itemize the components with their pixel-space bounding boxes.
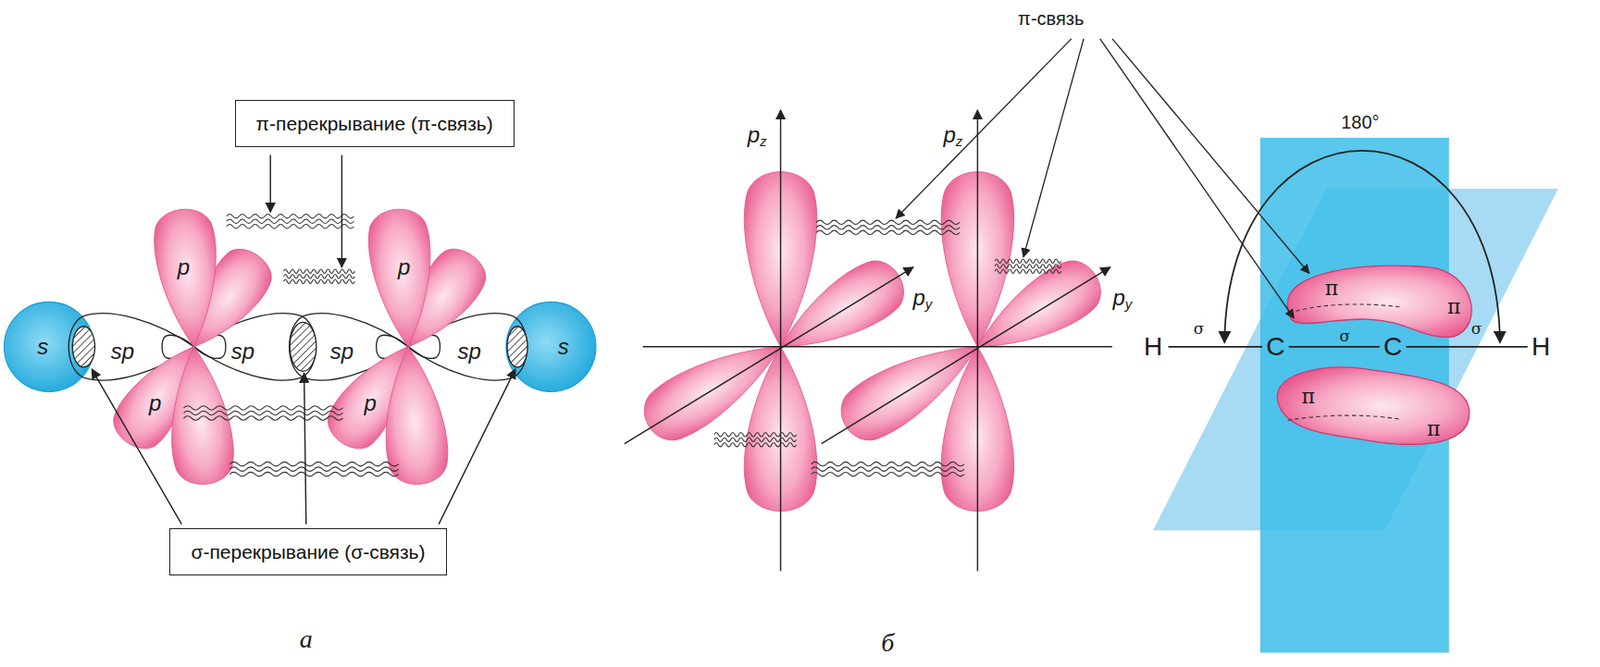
bond-symbol: π [1426,417,1440,441]
callout-box: π-перекрывание (π-связь) [235,99,515,148]
p-lobe [163,344,237,487]
overlap-wave [714,432,797,447]
bond-symbol: σ [1471,319,1483,338]
bond-line [1405,346,1527,348]
cloud-dash [1295,304,1400,311]
atom-symbol: C [1383,332,1402,362]
panel-letter: а [299,624,313,655]
orbital-label: sp [111,338,135,365]
axis-line [977,110,979,571]
orbital-label: sp [458,338,482,365]
orbital-label: p [364,390,377,417]
axis-label: py [1113,284,1133,311]
orbital-label: s [37,334,49,360]
sp-orbitals [68,313,527,381]
angle-label: 180° [1340,111,1379,134]
orbital-label: sp [330,338,354,365]
overlap-wave [226,214,355,229]
leader-arrow [1112,38,1310,274]
axis-label: py [912,284,932,311]
sigma-overlap [289,322,317,372]
atom-symbol: H [1143,332,1163,362]
overlap-wave [811,461,965,476]
orbital-label: sp [231,338,255,365]
overlap-wave [284,269,356,284]
p-lobe [151,206,225,349]
pi-cloud [1277,367,1470,445]
leader-arrow [1100,38,1295,319]
pi-cloud [1287,265,1472,337]
bond-line [1168,346,1263,348]
p-lobe [365,206,439,349]
pi-overlap-waves [183,214,398,477]
axis-line [624,267,914,445]
cloud-dash [1288,415,1401,421]
atom-symbol: H [1531,332,1551,362]
leader-arrow [1023,38,1084,258]
sigma-overlaps [72,322,528,372]
overlap-wave [994,259,1061,273]
axis-label: pz [942,121,963,149]
sigma-overlap [507,326,528,368]
bond-label: π-связь [1017,7,1084,29]
leader-arrow [438,369,516,525]
axis-line [821,267,1111,445]
bond-symbol: π [1301,384,1315,408]
panel-letter: б [880,628,894,658]
callout-text: σ-перекрывание (σ-связь) [190,540,425,564]
bond-symbol: π [1325,275,1339,299]
angle-arc [1224,150,1501,344]
axis-line [643,346,1113,348]
p-lobe [377,344,451,487]
axes [624,110,1113,571]
leader-arrow [304,372,307,524]
bond-line [1289,346,1380,348]
leader-lines [91,155,516,525]
leader-arrow [341,155,343,268]
orbital-label: p [148,390,162,417]
bond-lines [1168,346,1528,348]
pi-overlap-waves [714,220,1062,477]
atom-symbol: C [1265,332,1285,362]
sigma-overlap [72,326,95,368]
overlap-wave [816,220,960,235]
orbital-label: p [177,254,190,281]
bond-symbol: π [1447,294,1461,318]
s-orbital [506,301,596,392]
leader-arrow [91,369,182,525]
bond-symbol: σ [1193,319,1205,338]
p-orbitals [633,172,1111,512]
p-orbitals [104,206,496,487]
axis-label: pz [747,121,768,149]
callout-box: σ-перекрывание (σ-связь) [169,528,447,576]
leader-arrow [269,155,271,213]
bond-symbol: σ [1339,326,1352,346]
orbital-label: s [558,334,570,360]
overlap-wave [229,461,399,476]
callout-text: π-перекрывание (π-связь) [256,111,494,136]
axis-line [780,110,782,571]
leader-arrow [895,38,1072,219]
orbital-label: p [397,254,410,281]
overlap-wave [183,406,343,421]
leader-lines [895,38,1310,319]
